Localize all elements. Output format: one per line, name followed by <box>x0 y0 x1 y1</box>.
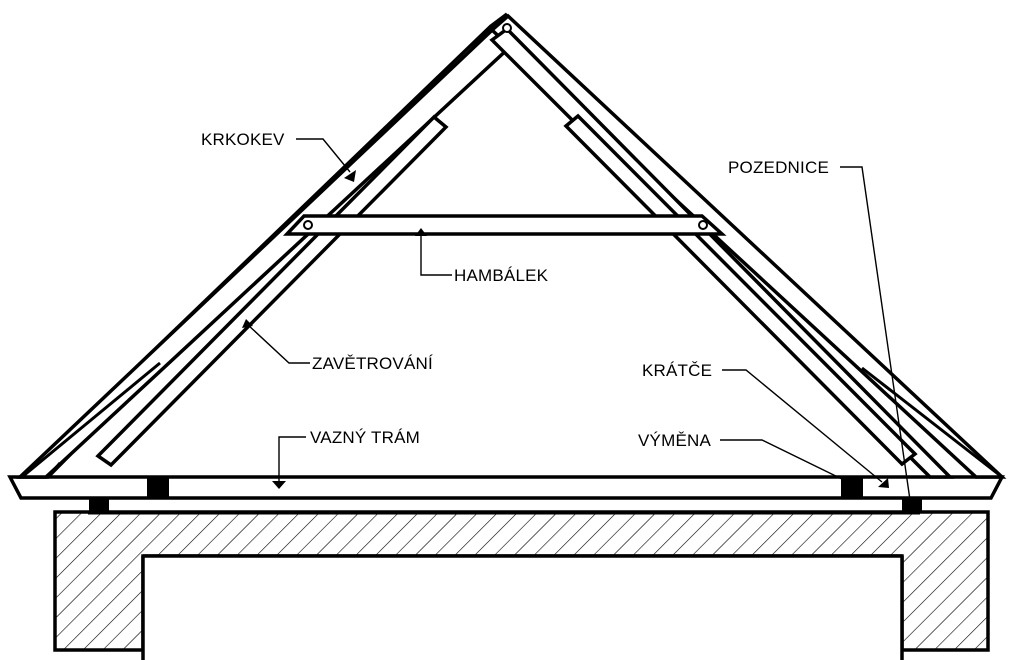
wall-plate-right <box>902 498 922 513</box>
wind-brace-left <box>95 114 449 468</box>
rafter-left <box>15 12 528 479</box>
leader-vymena <box>720 439 847 482</box>
trimmer-block-right <box>841 478 863 499</box>
label-kratce: KRÁTČE <box>642 361 712 380</box>
tie-beam <box>7 475 1005 515</box>
collar-joint-left <box>303 220 313 230</box>
label-vazny-tram: VAZNÝ TRÁM <box>310 428 420 447</box>
eaves-right <box>861 366 1003 479</box>
label-zavetrovani: ZAVĚTROVÁNÍ <box>312 354 433 373</box>
wall-section <box>53 510 990 660</box>
collar-beam <box>282 214 727 236</box>
collar-joint-right <box>698 220 708 230</box>
wall-plates <box>89 478 922 513</box>
leader-vazny-tram <box>272 436 306 489</box>
label-vymena: VÝMĚNA <box>638 431 711 450</box>
wall-plate-left <box>89 498 109 513</box>
label-pozednice: POZEDNICE <box>728 158 829 177</box>
label-hambalek: HAMBÁLEK <box>454 266 549 285</box>
wall-opening <box>143 556 902 660</box>
apex-joint <box>502 23 512 33</box>
trimmer-block-left <box>147 478 169 499</box>
rafter-right <box>489 13 1007 479</box>
leader-krokev <box>296 138 356 182</box>
wind-brace-right <box>563 113 918 467</box>
label-krokev: KRKOKEV <box>201 130 285 149</box>
leader-pozednice <box>840 166 911 501</box>
leader-kratce <box>722 369 889 488</box>
leader-zavetrovani <box>242 319 310 364</box>
eaves-left <box>21 361 161 479</box>
leader-hambalek <box>415 228 452 276</box>
